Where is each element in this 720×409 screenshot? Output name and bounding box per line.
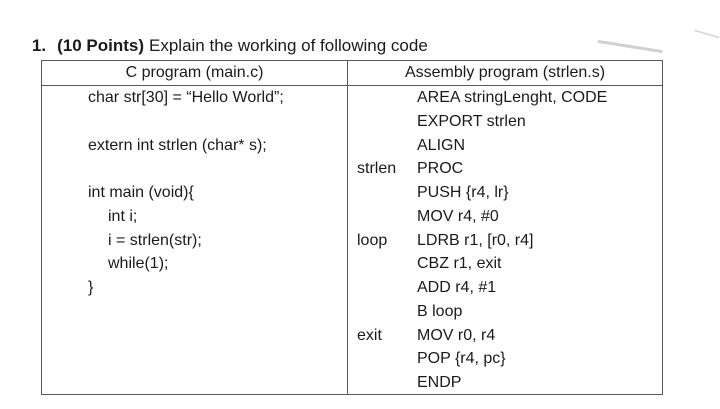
asm-instruction: EXPORT strlen: [417, 112, 526, 130]
asm-instruction: ALIGN: [417, 136, 466, 154]
asm-instruction: MOV r0, r4: [417, 326, 496, 344]
c-code-line: }: [88, 279, 94, 297]
question-points: (10 Points): [57, 36, 144, 55]
asm-code-line: ENDP: [357, 371, 662, 395]
scan-artifact: [597, 39, 663, 54]
asm-instruction: MOV r4, #0: [417, 207, 499, 225]
c-code-line: char str[30] = “Hello World”;: [88, 89, 284, 106]
question-number: 1.: [31, 36, 47, 55]
scan-artifact: [694, 29, 720, 39]
asm-code-line: loop LDRB r1, [r0, r4]: [357, 229, 662, 253]
asm-instruction: ENDP: [417, 374, 462, 392]
asm-instruction: PUSH {r4, lr}: [417, 184, 509, 202]
c-code-line: int i;: [108, 207, 138, 225]
asm-code-line: strlen PROC: [357, 157, 662, 181]
question-text: Explain the working of following code: [149, 36, 428, 55]
assembly-program-header: Assembly program (strlen.s): [404, 64, 606, 81]
asm-label: exit: [357, 326, 382, 344]
table-body-row: char str[30] = “Hello World”; extern int …: [42, 86, 662, 395]
c-code-lines: char str[30] = “Hello World”; extern int …: [42, 86, 348, 395]
asm-code-line: B loop: [357, 300, 662, 324]
asm-label: strlen: [357, 160, 397, 178]
asm-label: loop: [357, 231, 388, 249]
asm-code-line: AREA stringLenght, CODE: [357, 86, 662, 110]
asm-instruction: AREA stringLenght, CODE: [417, 89, 608, 106]
asm-code-line: EXPORT strlen: [357, 110, 662, 134]
c-code-line: int main (void){: [88, 184, 194, 202]
asm-code-line: exit MOV r0, r4: [357, 324, 662, 348]
asm-code-line: POP {r4, pc}: [357, 347, 662, 371]
c-program-header: C program (main.c): [42, 61, 348, 85]
c-code-line: [88, 110, 347, 134]
asm-instruction: B loop: [417, 302, 463, 320]
c-code-line: extern int strlen (char* s);: [88, 136, 267, 154]
asm-code-line: ALIGN: [357, 134, 662, 158]
code-table: C program (main.c) Assembly program (str…: [41, 60, 663, 395]
asm-code-line: ADD r4, #1: [357, 276, 662, 300]
asm-instruction: ADD r4, #1: [417, 279, 497, 297]
asm-instruction: POP {r4, pc}: [417, 350, 506, 368]
asm-code-line: PUSH {r4, lr}: [357, 181, 662, 205]
asm-instruction: PROC: [417, 160, 464, 178]
asm-code-line: MOV r4, #0: [357, 205, 662, 229]
table-header-row: C program (main.c) Assembly program (str…: [42, 61, 662, 86]
question-heading: 1. (10 Points) Explain the working of foll…: [13, 13, 428, 79]
asm-code-line: CBZ r1, exit: [357, 252, 662, 276]
asm-instruction: LDRB r1, [r0, r4]: [417, 231, 534, 249]
c-code-line: i = strlen(str);: [108, 231, 202, 249]
asm-instruction: CBZ r1, exit: [417, 255, 502, 273]
c-code-line: [88, 157, 347, 181]
c-code-line: while(1);: [108, 255, 169, 273]
